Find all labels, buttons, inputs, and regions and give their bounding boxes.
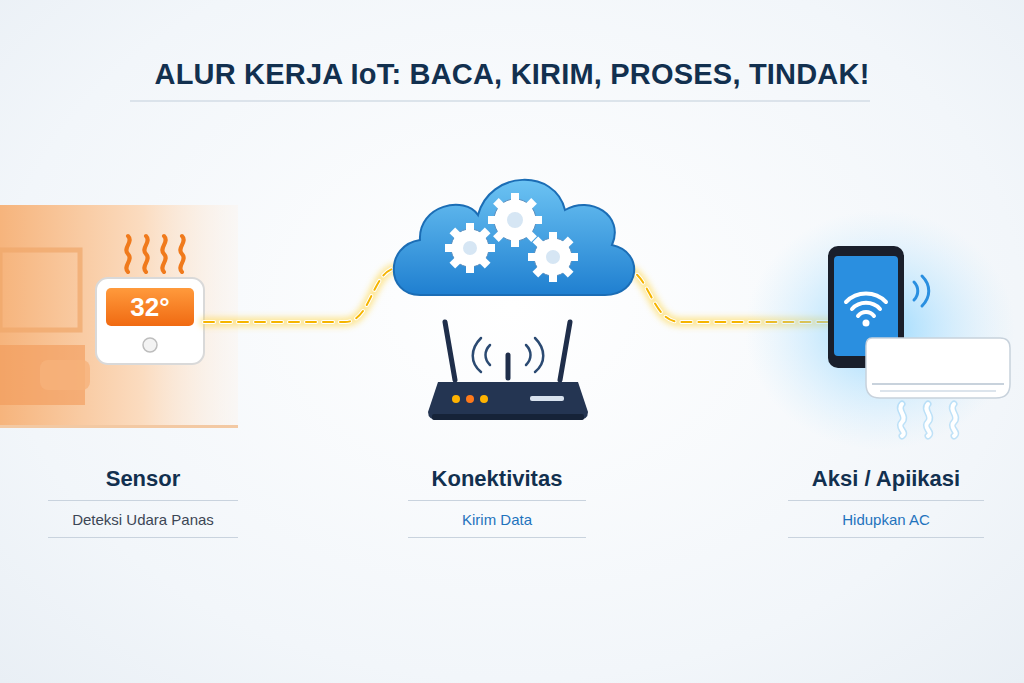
caption-box: SensorDeteksi Udara Panas [48,460,238,538]
caption-text: Deteksi Udara Panas [48,501,238,538]
caption-heading: Aksi / Apiikasi [788,460,984,501]
caption-text: Hidupkan AC [788,501,984,538]
caption-box: Aksi / ApiikasiHidupkan AC [788,460,984,538]
caption-heading: Konektivitas [408,460,586,501]
caption-box: KonektivitasKirim Data [408,460,586,538]
diagram-title: ALUR KERJA IoT: BACA, KIRIM, PROSES, TIN… [0,58,1024,91]
caption-heading: Sensor [48,460,238,501]
temperature-reading: 32° [130,292,169,323]
caption-text: Kirim Data [408,501,586,538]
